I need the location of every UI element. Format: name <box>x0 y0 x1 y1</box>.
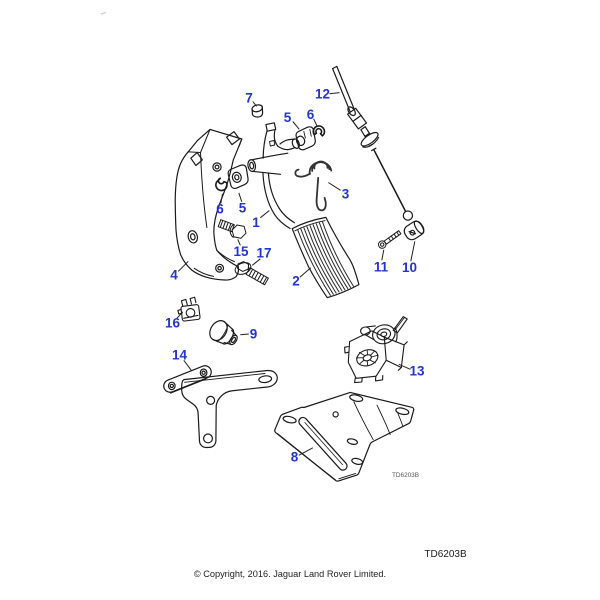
part-3-spring-drawing <box>294 160 333 212</box>
callout-7: 7 <box>245 90 253 105</box>
diagram-code-label: TD6203B <box>424 549 467 560</box>
part-10-cable-end-drawing <box>403 220 425 241</box>
callout-labels: 7 12 5 6 3 6 5 1 15 17 4 2 16 9 14 13 8 … <box>165 87 425 465</box>
part-14-bracket-drawing <box>163 365 278 449</box>
callout-16: 16 <box>165 316 181 331</box>
callout-4: 4 <box>170 268 178 283</box>
part-15-bolt-drawing <box>217 219 247 239</box>
callout-12: 12 <box>315 87 330 102</box>
callout-5-right: 5 <box>284 110 292 125</box>
callout-9: 9 <box>250 327 258 342</box>
diagram-inner-code: TD6203B <box>392 472 419 479</box>
part-1-pedal-arm-drawing <box>247 122 300 230</box>
callout-15: 15 <box>233 244 249 259</box>
part-4-bracket-drawing <box>174 128 243 281</box>
part-9-grommet-drawing <box>209 320 238 346</box>
callout-10: 10 <box>402 260 417 275</box>
part-13-mechanism-drawing <box>344 316 408 384</box>
part-6-clip-left-drawing <box>215 177 228 192</box>
stray-mark <box>100 11 106 15</box>
part-8-mounting-plate-drawing <box>274 391 415 482</box>
callout-leader-lines <box>176 92 416 456</box>
callout-5-left: 5 <box>239 200 247 215</box>
callout-13: 13 <box>409 364 425 379</box>
part-drawings <box>163 65 425 482</box>
part-7-bush-drawing <box>251 104 264 118</box>
callout-14: 14 <box>172 348 188 363</box>
callout-6-right: 6 <box>307 107 315 122</box>
callout-1: 1 <box>252 215 260 230</box>
part-5-bush-left-drawing <box>227 164 249 190</box>
part-11-screw-drawing <box>378 230 402 249</box>
part-5-bush-right-drawing <box>295 126 316 151</box>
part-12-cable-drawing <box>332 65 414 221</box>
callout-3: 3 <box>342 186 350 201</box>
part-17-stud-drawing <box>234 261 269 286</box>
copyright-text: © Copyright, 2016. Jaguar Land Rover Lim… <box>194 569 386 579</box>
part-16-clip-drawing <box>177 296 201 322</box>
part-2-pedal-pad-drawing <box>291 216 360 299</box>
callout-2: 2 <box>292 274 300 289</box>
part-6-clip-right-drawing <box>312 125 326 137</box>
callout-17: 17 <box>256 246 271 261</box>
callout-6-left: 6 <box>216 202 224 217</box>
callout-11: 11 <box>374 260 389 275</box>
callout-8: 8 <box>291 450 299 465</box>
